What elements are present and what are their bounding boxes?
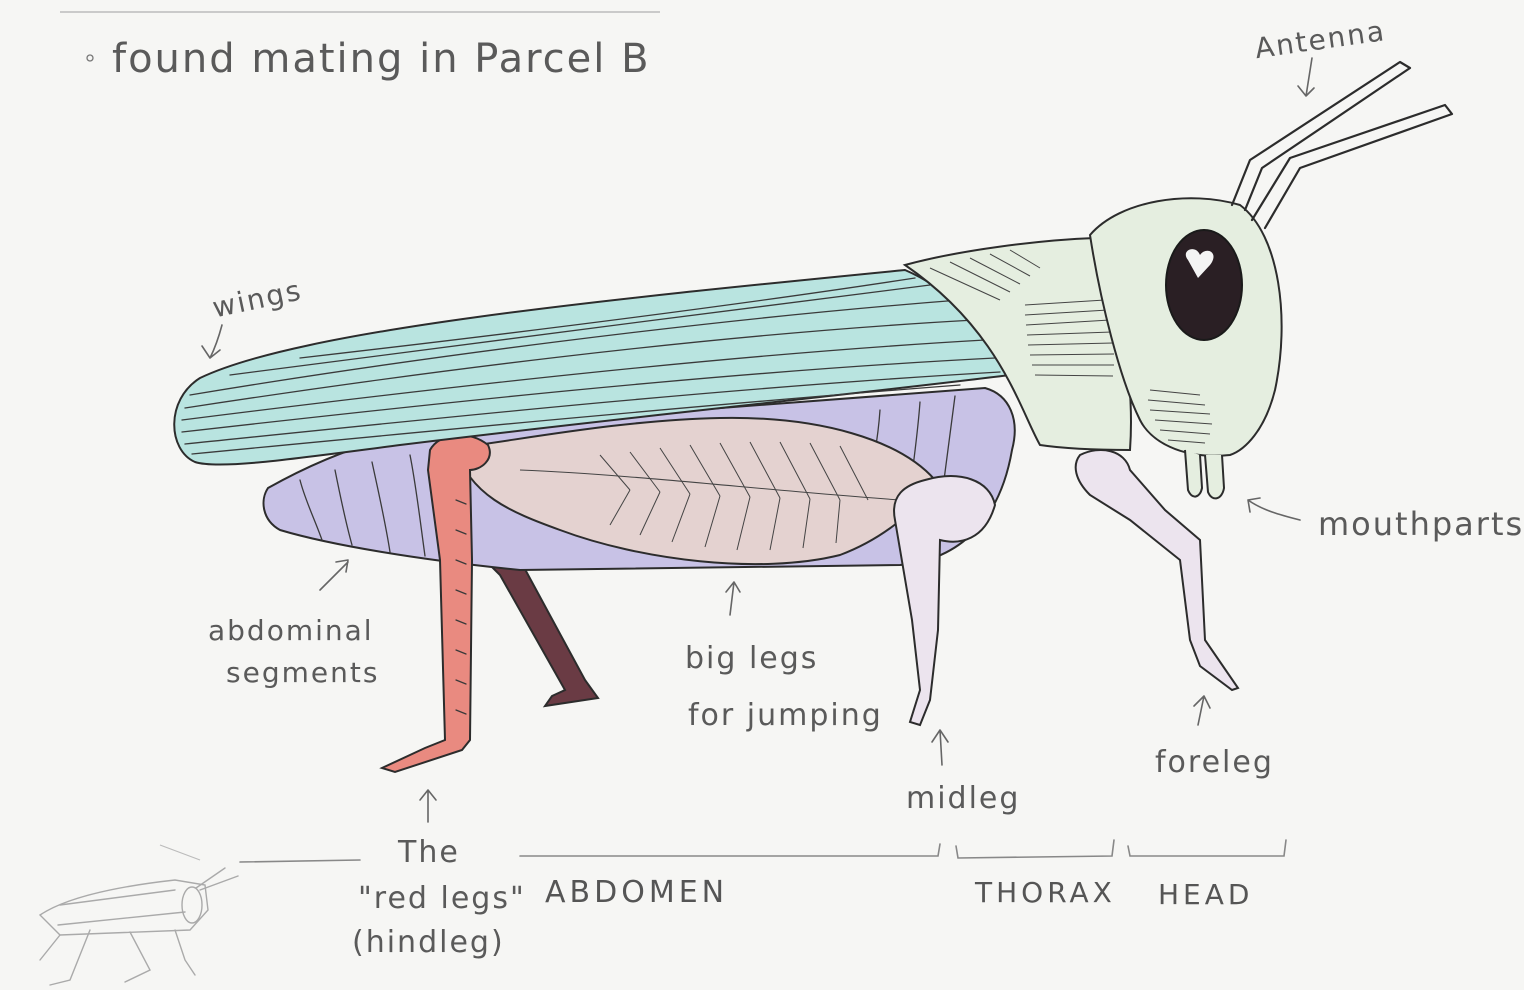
region-brackets: [240, 840, 1286, 862]
label-big-legs-1: big legs: [685, 641, 818, 676]
field-note: found mating in Parcel B: [112, 36, 651, 82]
pencil-stray-mark: [160, 845, 200, 860]
arrow-abdominal-segments: [320, 560, 348, 590]
label-wings: wings: [210, 273, 306, 324]
arrow-wings: [202, 325, 222, 358]
label-antenna: Antenna: [1253, 14, 1388, 65]
arrow-big-legs: [726, 582, 740, 615]
note-bullet: [87, 55, 93, 61]
label-abdominal-1: abdominal: [208, 614, 374, 647]
arrow-mouthparts: [1248, 498, 1300, 520]
label-red-legs-3: (hindleg): [352, 925, 505, 960]
bracket-thorax: [956, 840, 1114, 858]
arrow-foreleg: [1194, 696, 1210, 725]
midleg: [894, 476, 995, 725]
bracket-abdomen: [520, 844, 940, 856]
label-big-legs-2: for jumping: [688, 698, 883, 733]
compound-eye: [1166, 230, 1242, 340]
label-abdominal-2: segments: [226, 656, 379, 689]
region-thorax: THORAX: [974, 876, 1116, 909]
label-mouthparts: mouthparts: [1318, 505, 1524, 543]
region-abdomen: ABDOMEN: [545, 875, 728, 910]
label-red-legs-2: "red legs": [358, 881, 526, 916]
bracket-head: [1128, 840, 1286, 856]
label-red-legs-1: The: [397, 835, 460, 870]
bracket-abdomen-left: [240, 860, 360, 862]
arrow-midleg: [932, 730, 948, 765]
mouthparts-palps: [1185, 450, 1224, 498]
arrow-red-legs: [420, 790, 436, 822]
antennae: [1232, 62, 1452, 228]
region-head: HEAD: [1158, 878, 1253, 911]
thumbnail-sketch: [40, 868, 238, 985]
arrow-antenna: [1298, 58, 1314, 96]
label-midleg: midleg: [906, 781, 1020, 816]
label-foreleg: foreleg: [1155, 745, 1274, 780]
